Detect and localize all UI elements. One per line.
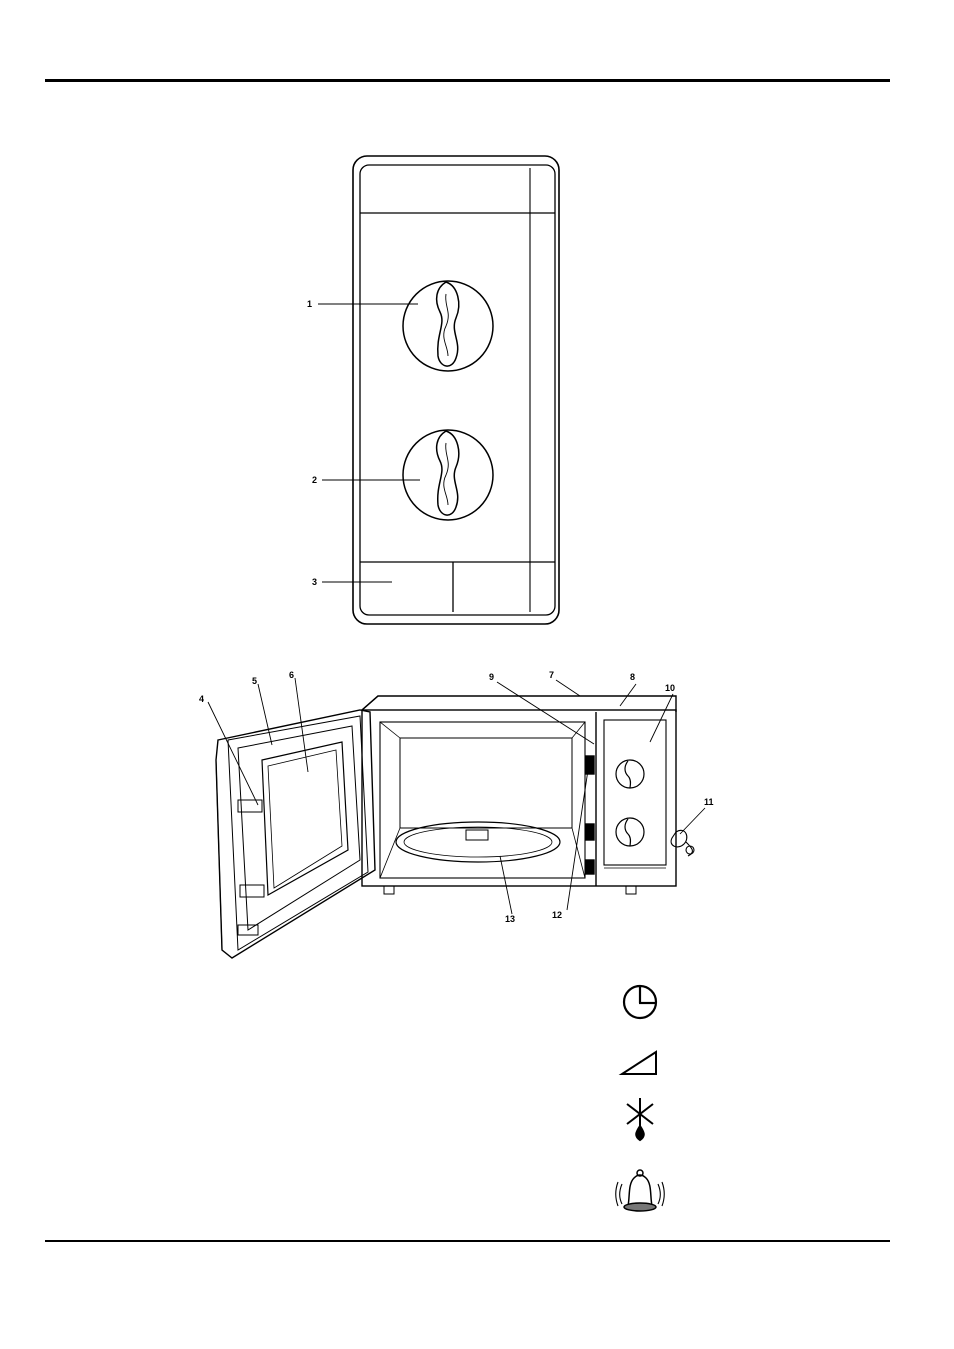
callout-label: 5: [252, 676, 257, 686]
callout-label: 2: [312, 475, 317, 485]
oven-door: [216, 710, 375, 958]
clock-icon: [624, 986, 656, 1018]
callout-label: 7: [549, 670, 554, 680]
timer-knob: [403, 281, 493, 371]
callout-label: 1: [307, 299, 312, 309]
callout-label: 4: [199, 694, 204, 704]
power-knob: [403, 430, 493, 520]
oven-callouts: [208, 678, 705, 914]
oven-knobs: [616, 760, 644, 846]
control-panel-callouts: [318, 304, 420, 582]
callout-label: 6: [289, 670, 294, 680]
oven-body: [362, 696, 676, 894]
control-panel-illustration: [353, 156, 559, 624]
callout-label: 10: [665, 683, 675, 693]
callout-label: 8: [630, 672, 635, 682]
defrost-icon: [627, 1098, 653, 1140]
bell-icon: [616, 1170, 665, 1211]
power-cord: [671, 830, 694, 856]
power-level-icon: [622, 1052, 656, 1074]
bottom-rule: [45, 1240, 890, 1242]
callout-label: 12: [552, 910, 562, 920]
callout-label: 11: [704, 797, 714, 807]
callout-label: 3: [312, 577, 317, 587]
callout-label: 13: [505, 914, 515, 924]
callout-label: 9: [489, 672, 494, 682]
